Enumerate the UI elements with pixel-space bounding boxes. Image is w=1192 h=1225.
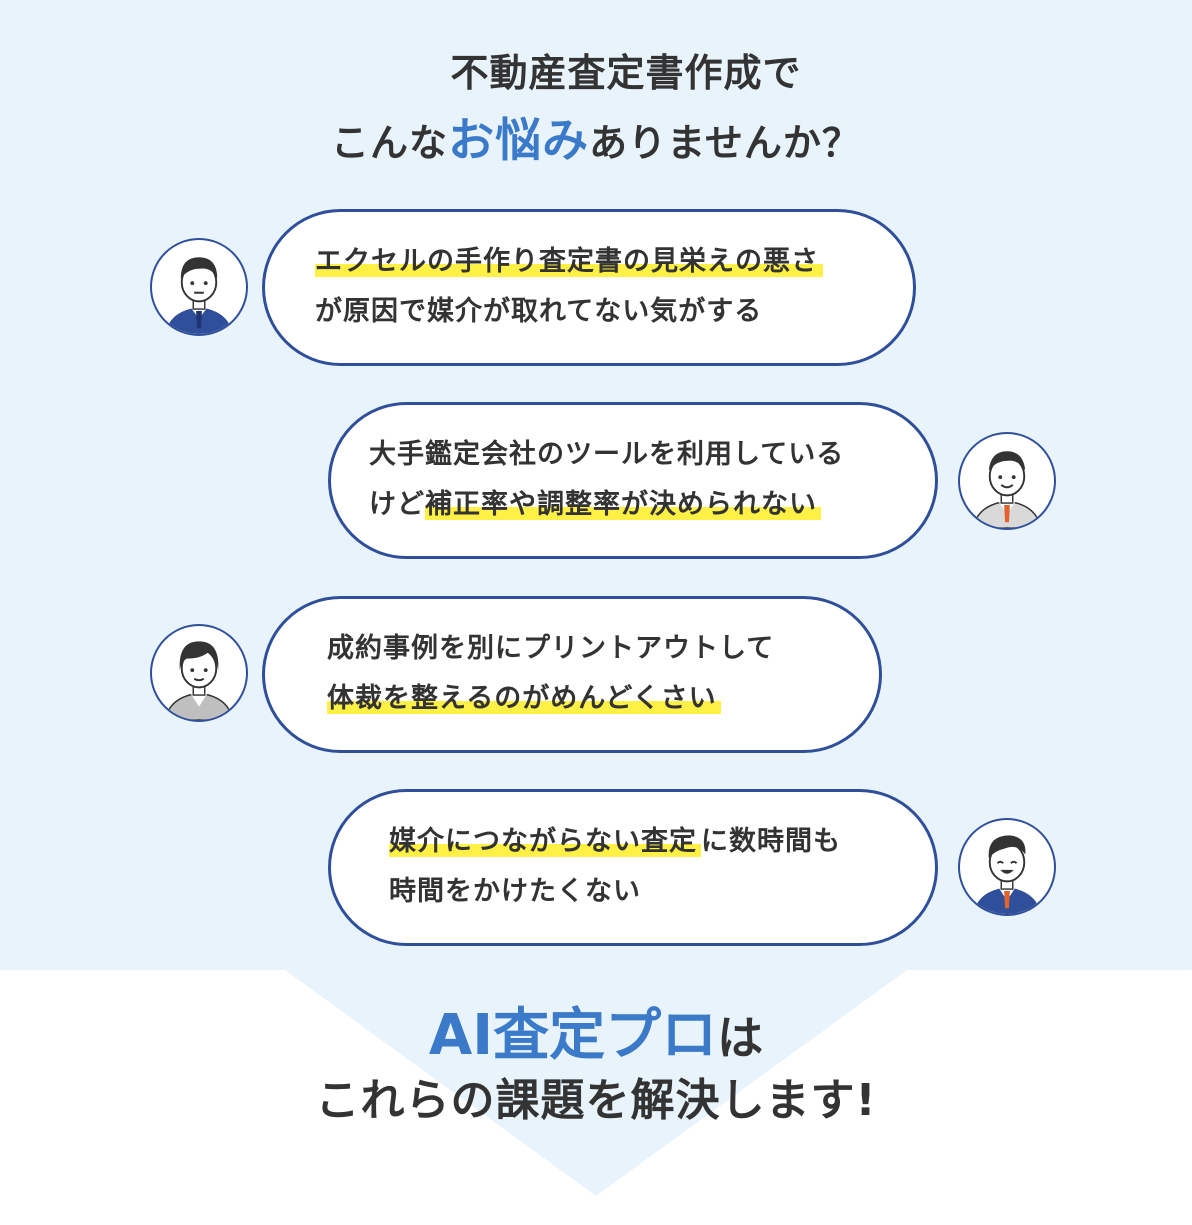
- man-icon: [165, 257, 233, 334]
- worry-4-highlight: 媒介につながらない査定: [389, 826, 701, 857]
- worry-bubble-2: 大手鑑定会社のツールを利用している けど補正率や調整率が決められない: [328, 402, 938, 559]
- worry-1-line2: が原因で媒介が取れてない気がする: [315, 296, 763, 327]
- worry-2-text: 大手鑑定会社のツールを利用している けど補正率や調整率が決められない: [369, 430, 844, 530]
- worry-4-text: 媒介につながらない査定に数時間も 時間をかけたくない: [389, 817, 841, 917]
- page-title-line1: 不動産査定書作成で: [450, 51, 802, 95]
- man-icon: [972, 451, 1042, 528]
- worry-2-highlight: 補正率や調整率が決められない: [425, 489, 821, 520]
- worry-2-plain: けど: [369, 489, 425, 520]
- worry-bubble-3: 成約事例を別にプリントアウトして 体裁を整えるのがめんどくさい: [262, 596, 882, 753]
- avatar-man-grey-suit: [958, 432, 1056, 530]
- worry-4-plain: に数時間も: [701, 826, 841, 857]
- avatar-man-navy-suit: [150, 238, 248, 336]
- solution-line1: AI査定プロは: [0, 990, 1192, 1071]
- worry-1-text: エクセルの手作り査定書の見栄えの悪さ が原因で媒介が取れてない気がする: [315, 237, 823, 337]
- woman-icon: [164, 641, 234, 720]
- page-title-line2: こんなお悩みありませんか？: [0, 104, 1192, 170]
- worry-3-text: 成約事例を別にプリントアウトして 体裁を整えるのがめんどくさい: [327, 624, 774, 724]
- worry-2-line1: 大手鑑定会社のツールを利用している: [369, 439, 845, 470]
- worry-1-highlight: エクセルの手作り査定書の見栄えの悪さ: [315, 246, 823, 277]
- worry-bubble-4: 媒介につながらない査定に数時間も 時間をかけたくない: [328, 789, 938, 946]
- avatar-woman: [150, 624, 248, 722]
- brand-name: AI査定プロ: [428, 1003, 718, 1068]
- avatar-man-navy-suit-smiling: [958, 818, 1056, 916]
- worry-4-line2: 時間をかけたくない: [389, 876, 641, 907]
- title-accent: お悩み: [448, 113, 590, 167]
- title-suffix: ありませんか？: [589, 121, 861, 165]
- brand-suffix: は: [717, 1011, 764, 1065]
- man-icon: [973, 835, 1041, 914]
- worry-3-highlight: 体裁を整えるのがめんどくさい: [327, 683, 721, 714]
- solution-line2: これらの課題を解決します!: [315, 1075, 877, 1126]
- title-prefix: こんな: [331, 121, 449, 165]
- worry-3-line1: 成約事例を別にプリントアウトして: [327, 633, 775, 664]
- worry-bubble-1: エクセルの手作り査定書の見栄えの悪さ が原因で媒介が取れてない気がする: [262, 209, 916, 366]
